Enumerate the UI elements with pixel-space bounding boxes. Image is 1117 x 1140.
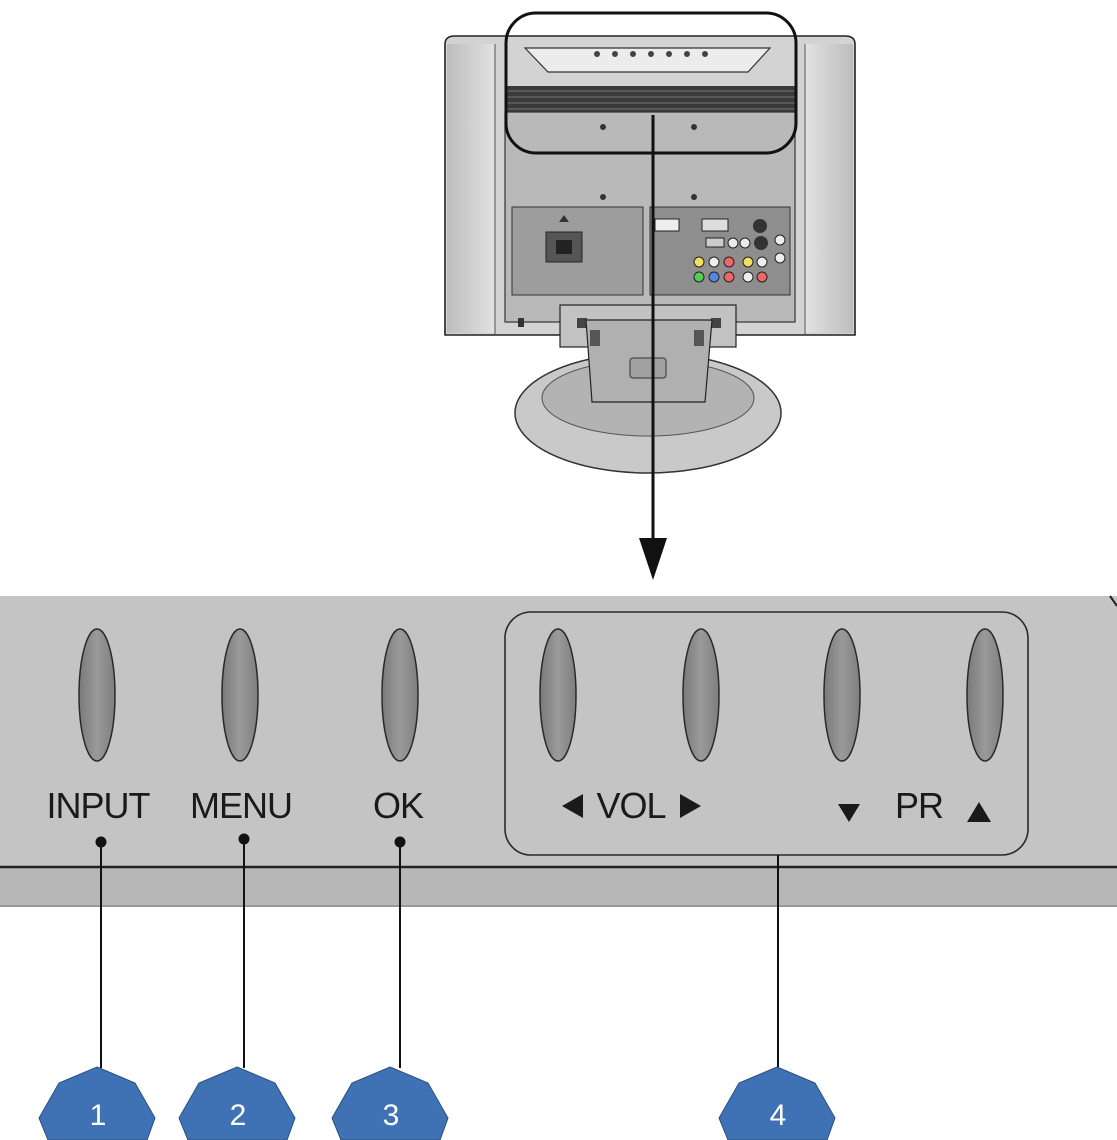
vent-grille [505, 86, 795, 112]
callout-badge-3: 3 [331, 1066, 449, 1140]
callout-number: 3 [383, 1099, 400, 1132]
input-label: INPUT [47, 785, 151, 826]
vol-pr-group-frame [504, 611, 1029, 856]
vol-right-arrow-icon [680, 794, 701, 818]
pr-up-arrow-icon [967, 802, 991, 822]
zoom-arrow [639, 115, 667, 580]
menu-label: MENU [190, 785, 292, 826]
ok-label: OK [373, 785, 424, 826]
pr-down-button[interactable] [823, 628, 861, 762]
callout-badge-2: 2 [178, 1066, 296, 1140]
callout-number: 2 [230, 1099, 247, 1132]
callout-badge-1: 1 [38, 1066, 156, 1140]
vol-up-button[interactable] [682, 628, 720, 762]
highlight-frame [504, 11, 798, 155]
callout-number: 4 [770, 1099, 787, 1132]
top-button-dots [594, 51, 708, 57]
tv-rear-illustration [444, 11, 856, 474]
ok-button[interactable] [381, 628, 419, 762]
callout-badge-4: 4 [718, 1066, 836, 1140]
component-jacks [693, 252, 786, 283]
callout-number: 1 [90, 1099, 107, 1132]
tv-right-side [805, 44, 853, 333]
vol-down-button[interactable] [539, 628, 577, 762]
pr-label: PR [895, 785, 943, 826]
vol-label: VOL [596, 785, 665, 826]
control-panel: INPUT MENU OK VOL PR [0, 595, 1117, 907]
top-button-strip [523, 47, 772, 73]
rgb-port [654, 218, 680, 232]
vol-left-arrow-icon [562, 794, 583, 818]
callout-lines [100, 839, 779, 1068]
kensington-lock [518, 318, 524, 327]
hdmi-port [701, 218, 729, 232]
pr-down-arrow-icon [838, 804, 860, 822]
pr-up-button[interactable] [966, 628, 1004, 762]
menu-button[interactable] [221, 628, 259, 762]
tv-left-side [447, 44, 495, 333]
input-button[interactable] [78, 628, 116, 762]
panel-bottom-edge [0, 867, 1117, 907]
